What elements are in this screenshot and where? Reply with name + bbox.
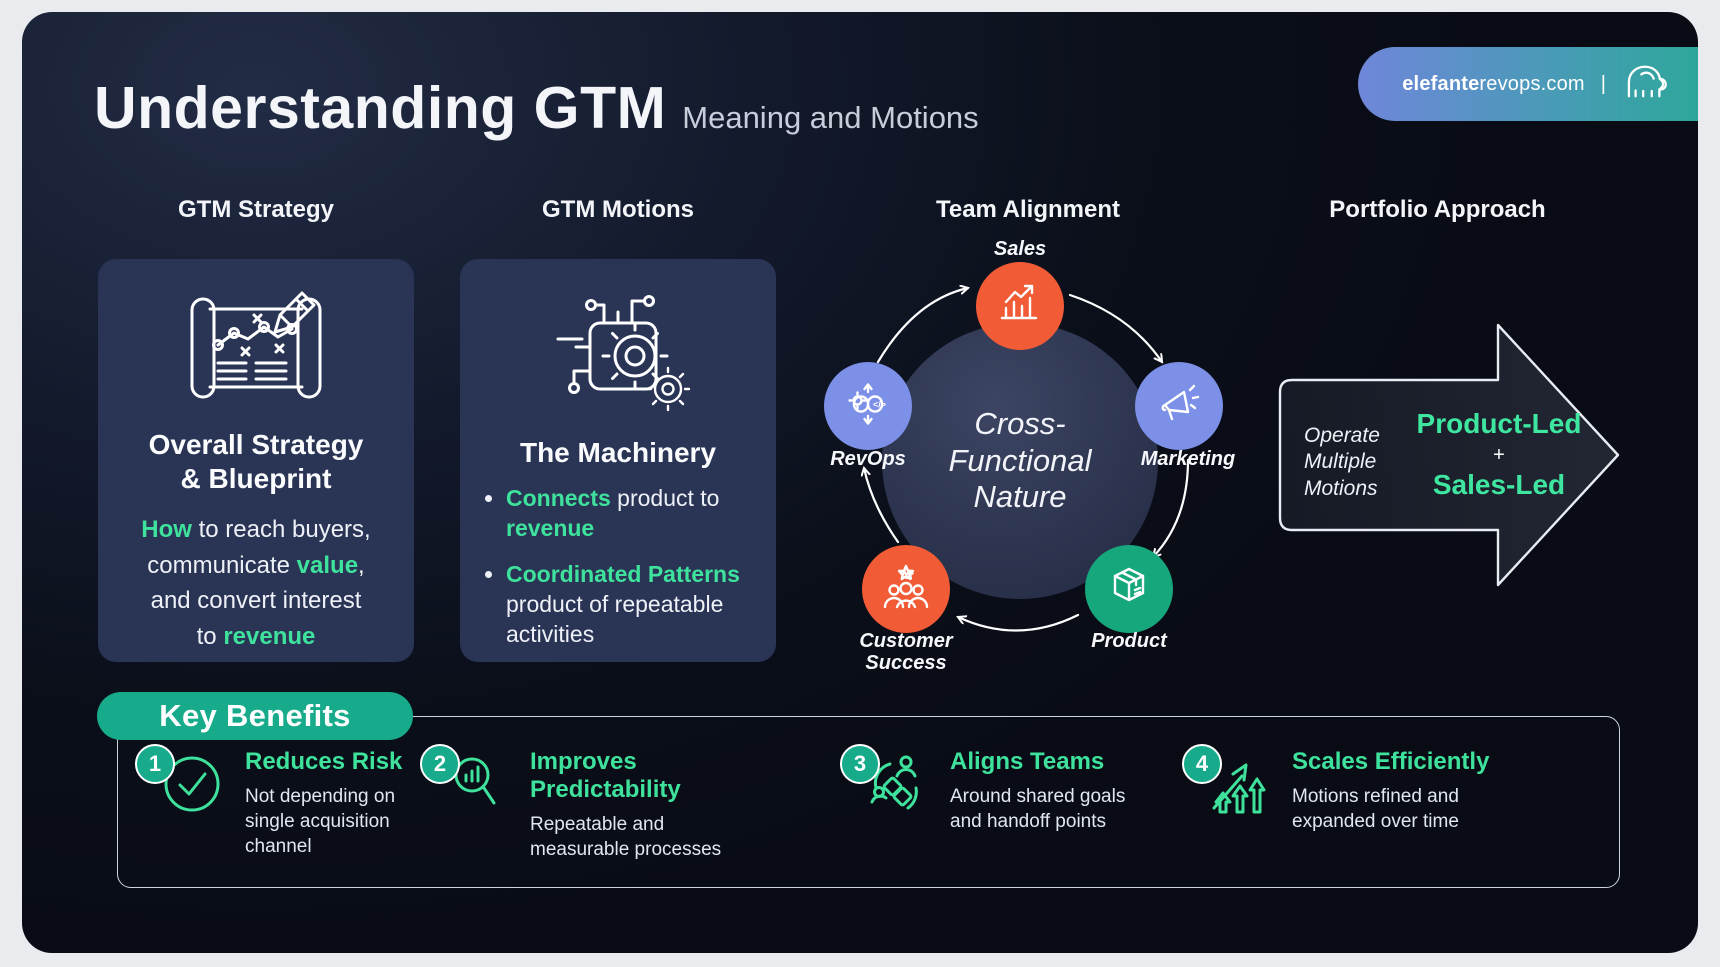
label-marketing: Marketing [1140, 448, 1236, 470]
benefit-4-text: Scales Efficiently Motions refined and e… [1292, 748, 1490, 833]
logo-pill[interactable]: elefanterevops.com | [1358, 47, 1698, 121]
team-cycle-arrows [820, 225, 1190, 632]
motions-bullet-1: Connects product to revenue [506, 484, 750, 544]
cross-functional-label: Cross- Functional Nature [948, 406, 1092, 515]
benefits-header-pill: Key Benefits [97, 692, 413, 740]
team-puzzle-icon [864, 750, 930, 821]
machinery-gears-icon [538, 285, 698, 422]
benefit-3-number-badge: 3 [840, 744, 880, 784]
benefit-1-iconwrap: 1 [135, 744, 231, 859]
blueprint-chart-icon [180, 285, 332, 414]
benefit-item-3: 3 Aligns Teams Around shared goals and h… [840, 744, 1140, 834]
strategy-card-title: Overall Strategy & Blueprint [148, 429, 364, 495]
benefit-item-4: 4 Scales Efficiently Motions refined and… [1182, 744, 1502, 834]
portfolio-side-label: Operate Multiple Motions [1304, 424, 1380, 500]
node-sales [976, 262, 1064, 350]
strategy-card: Overall Strategy & Blueprint How to reac… [98, 259, 414, 662]
label-sales: Sales [993, 238, 1047, 260]
benefit-2-text: Improves Predictability Repeatable and m… [530, 748, 722, 861]
benefit-3-text: Aligns Teams Around shared goals and han… [950, 748, 1126, 833]
bar-chart-icon [996, 280, 1044, 333]
page-title-block: Understanding GTM Meaning and Motions [94, 74, 979, 142]
benefit-1-number-badge: 1 [135, 744, 175, 784]
label-revops: RevOps [830, 448, 906, 470]
big-arrow-shape [1278, 323, 1620, 587]
benefit-item-1: 1 Reduces Risk Not depending on single a… [135, 744, 415, 859]
motions-bullet-2: Coordinated Patterns product of repeatab… [506, 560, 750, 650]
motions-bullet-list: Connects product to revenue Coordinated … [460, 484, 776, 665]
motions-card: The Machinery Connects product to revenu… [460, 259, 776, 662]
logo-divider: | [1600, 72, 1606, 95]
portfolio-arrow: Operate Multiple Motions Product-Led + S… [1268, 315, 1630, 607]
page-subtitle: Meaning and Motions [682, 100, 979, 135]
growth-arrows-icon [1206, 750, 1276, 821]
benefit-2-iconwrap: 2 [420, 744, 516, 862]
label-product: Product [1091, 630, 1167, 652]
header-gtm-strategy: GTM Strategy [177, 196, 335, 223]
node-marketing [1135, 362, 1223, 450]
header-team-alignment: Team Alignment [935, 196, 1121, 223]
brand-name: elefanterevops.com [1402, 72, 1585, 95]
check-circle-icon [159, 750, 225, 821]
benefit-4-iconwrap: 4 [1182, 744, 1278, 834]
benefit-2-number-badge: 2 [420, 744, 460, 784]
benefit-4-number-badge: 4 [1182, 744, 1222, 784]
node-revops: </> [824, 362, 912, 450]
people-stars-icon [880, 563, 932, 616]
motions-card-title: The Machinery [519, 437, 717, 468]
node-product [1085, 545, 1173, 633]
benefits-box [117, 716, 1620, 888]
label-customer-success: Customer Success [859, 630, 953, 674]
package-box-icon [1105, 563, 1153, 616]
header-portfolio-approach: Portfolio Approach [1329, 196, 1546, 223]
megaphone-icon [1155, 380, 1203, 433]
header-gtm-motions: GTM Motions [542, 196, 694, 223]
page-title: Understanding GTM [94, 75, 667, 141]
benefit-3-iconwrap: 3 [840, 744, 936, 834]
benefit-1-text: Reduces Risk Not depending on single acq… [245, 748, 403, 858]
benefit-item-2: 2 Improves Predictability Repeatable and… [420, 744, 740, 862]
gear-loop-icon: </> [843, 379, 893, 434]
svg-text:</>: </> [873, 399, 886, 409]
portfolio-main-label: Product-Led + Sales-Led [1416, 408, 1582, 500]
strategy-card-body: How to reach buyers, communicate value, … [141, 516, 371, 650]
benefits-header: Key Benefits [159, 698, 351, 733]
elephant-icon [1622, 62, 1672, 107]
node-customer-success [862, 545, 950, 633]
